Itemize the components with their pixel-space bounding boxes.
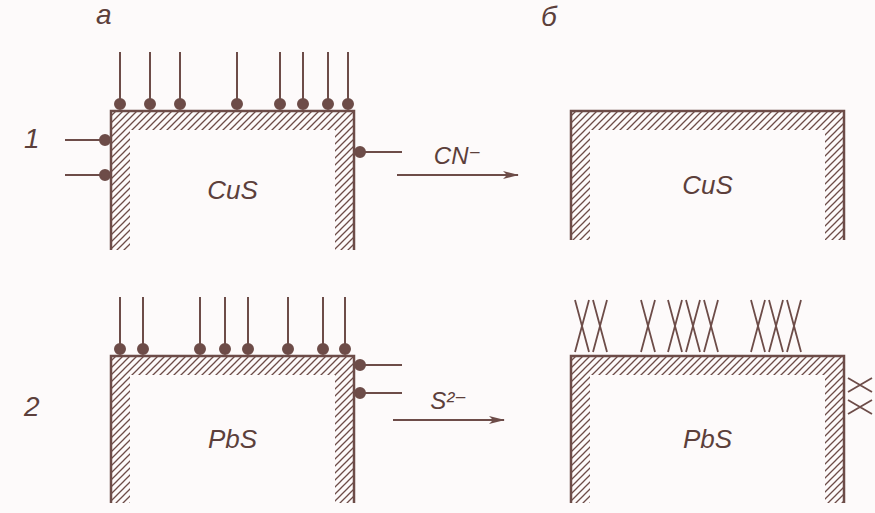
mineral-particle: PbS xyxy=(110,355,355,503)
mineral-formula: PbS xyxy=(683,425,732,454)
mineral-formula: CuS xyxy=(682,171,733,200)
mineral-particle: PbS xyxy=(570,355,845,503)
block-outline xyxy=(111,356,354,503)
row-number: 2 xyxy=(24,392,40,423)
mineral-particle: CuS xyxy=(570,110,845,240)
collector-molecules xyxy=(65,52,402,398)
panel-letter: а xyxy=(96,0,112,31)
reagent-ion: CN⁻ xyxy=(432,143,483,169)
reagent-ion: S²⁻ xyxy=(428,388,469,414)
hatch-fill xyxy=(570,355,845,503)
block-outline xyxy=(111,111,354,250)
reaction-arrow xyxy=(393,419,504,421)
mineral-particle: CuS xyxy=(110,110,355,250)
reaction-arrow xyxy=(397,174,518,176)
hatch-fill xyxy=(570,110,845,240)
panel-letter: б xyxy=(541,2,557,33)
mineral-formula: PbS xyxy=(208,425,257,454)
row-number: 1 xyxy=(24,124,40,155)
mineral-formula: CuS xyxy=(207,176,258,205)
block-outline xyxy=(571,356,844,503)
hatch-fill xyxy=(110,110,355,250)
block-outline xyxy=(571,111,844,240)
hatch-fill xyxy=(110,355,355,503)
